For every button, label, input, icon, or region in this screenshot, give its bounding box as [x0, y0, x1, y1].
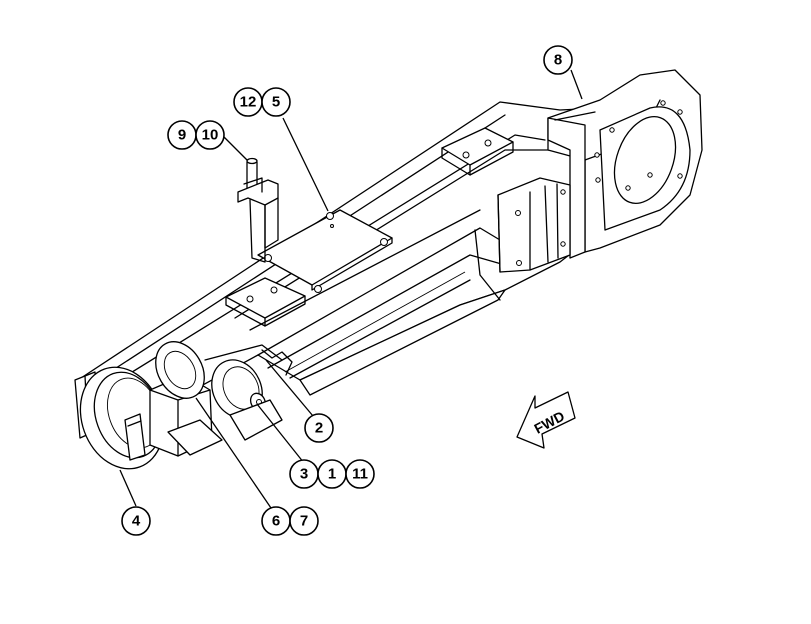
bolt-hole [594, 152, 600, 158]
callout-circle [195, 120, 225, 150]
callout-circle [304, 413, 334, 443]
callout-label: 3 [300, 466, 308, 483]
callout-circle [543, 45, 573, 75]
bolt-head [380, 238, 388, 246]
callout-label: 7 [300, 513, 308, 530]
callout-9: 9 [167, 120, 197, 150]
fwd-arrow-icon: FWD [516, 391, 576, 449]
bolt-hole [660, 100, 666, 106]
callout-3: 3 [289, 459, 319, 489]
callout-5: 5 [261, 87, 291, 117]
callout-11: 11 [345, 459, 375, 489]
callout-circle [261, 87, 291, 117]
callout-circle [345, 459, 375, 489]
bolt-hole [647, 172, 653, 178]
callout-circle [289, 506, 319, 536]
callout-label: 12 [240, 94, 257, 111]
callout-label: 2 [315, 420, 323, 437]
bolt-hole [625, 185, 631, 191]
bolt-head [326, 212, 334, 220]
callout-circle [121, 506, 151, 536]
callout-8: 8 [543, 45, 573, 75]
bolt-hole [609, 127, 615, 133]
callout-label: 6 [272, 513, 280, 530]
mounting-pad-rear [441, 127, 514, 176]
bolt-head [314, 285, 322, 293]
callout-12: 12 [233, 87, 263, 117]
callout-1: 1 [317, 459, 347, 489]
callout-4: 4 [121, 506, 151, 536]
callout-label: 5 [272, 94, 280, 111]
bolt-hole [595, 177, 601, 183]
mounting-pad-front [225, 277, 306, 327]
side-bracket [497, 177, 571, 273]
bolt-bracket [237, 157, 279, 263]
roller [155, 341, 205, 399]
callout-label: 10 [202, 127, 219, 144]
callout-label: 9 [178, 127, 186, 144]
callout-10: 10 [195, 120, 225, 150]
bolt-hole [677, 173, 683, 179]
callout-6: 6 [261, 506, 291, 536]
bolt-hole [677, 109, 683, 115]
callout-2: 2 [304, 413, 334, 443]
callout-label: 8 [554, 52, 562, 69]
callout-label: 11 [352, 466, 368, 483]
callout-label: 1 [328, 466, 336, 483]
idler-assembly [79, 341, 293, 470]
callout-7: 7 [289, 506, 319, 536]
mounting-plate-main [257, 209, 393, 293]
yoke-assembly [547, 69, 703, 259]
callout-label: 4 [132, 513, 141, 530]
leader-lines [119, 69, 583, 509]
